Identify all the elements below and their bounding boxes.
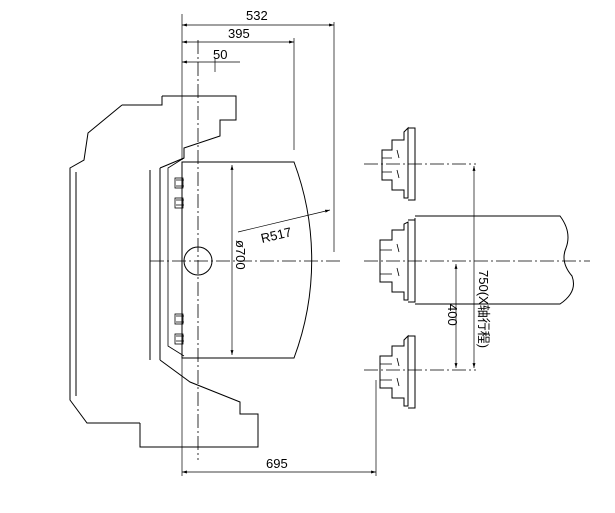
dim-label-750: 750(X轴行程) <box>476 270 491 348</box>
spindle-head-top <box>381 126 416 201</box>
dim-label-695: 695 <box>266 456 288 471</box>
dimension-lines <box>181 14 476 476</box>
dim-label-50: 50 <box>213 47 227 62</box>
dim-label-395: 395 <box>228 26 250 41</box>
spindle-head-middle <box>379 215 574 305</box>
dim-label-diameter: ø700 <box>233 240 248 270</box>
spindle-head-bottom <box>379 334 416 409</box>
dim-label-400: 400 <box>445 304 460 326</box>
column-body <box>69 95 259 448</box>
center-lines <box>150 40 590 460</box>
dim-label-radius: R517 <box>259 224 293 246</box>
dim-label-532: 532 <box>246 8 268 23</box>
